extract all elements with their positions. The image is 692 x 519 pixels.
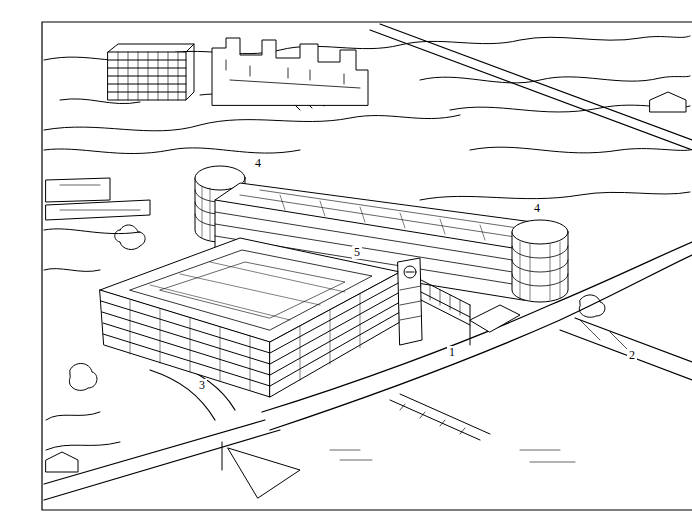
callout-number: 1 bbox=[447, 346, 457, 359]
callout-number: 5 bbox=[352, 246, 362, 259]
callout-number: 3 bbox=[197, 379, 207, 392]
callout-number: 2 bbox=[627, 349, 637, 362]
callout-number: 4 bbox=[253, 157, 263, 170]
callout-number: 4 bbox=[532, 202, 542, 215]
